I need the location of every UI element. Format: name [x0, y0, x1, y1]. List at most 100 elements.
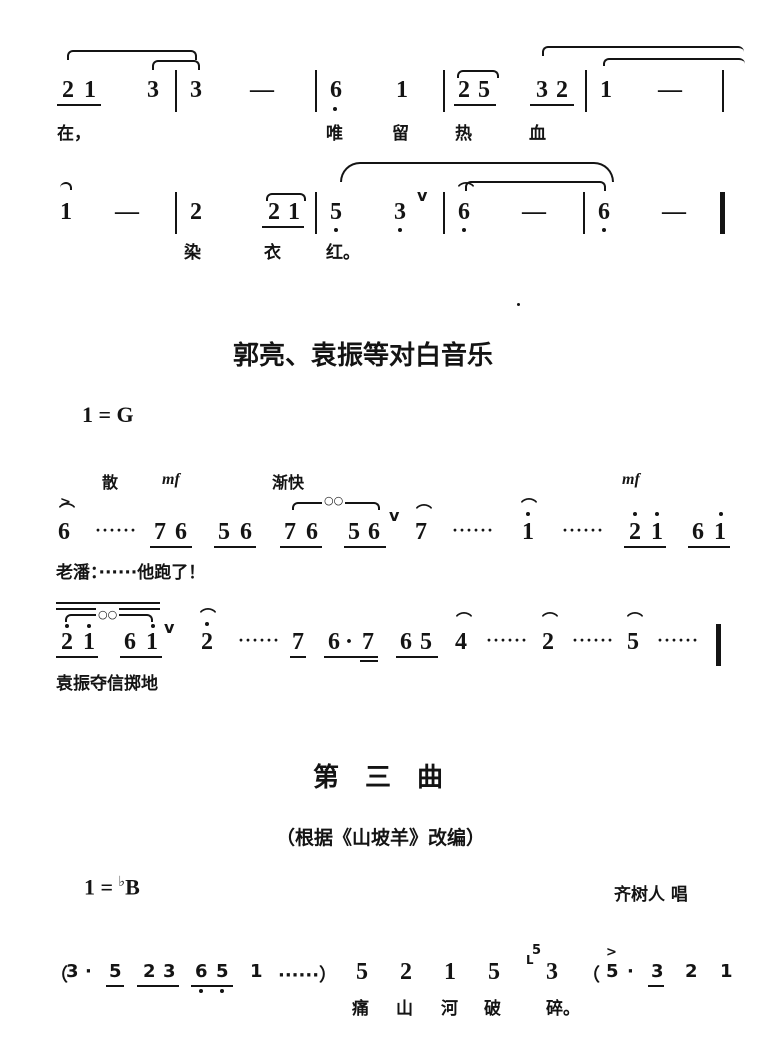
low-octave-dot: [334, 228, 338, 232]
breath-mark: v: [389, 506, 400, 525]
barline: [315, 192, 317, 234]
dot-extension: ·: [345, 629, 354, 655]
flat-icon: ♭: [118, 875, 126, 890]
dash: —: [522, 199, 546, 225]
tempo-marking: 渐快: [272, 473, 305, 492]
dialogue-text: 袁振夺信掷地: [56, 674, 158, 694]
note: 5: [627, 629, 639, 655]
dynamic-marking: mf: [162, 471, 180, 488]
slur: [67, 50, 197, 60]
note: 5: [420, 629, 432, 655]
note: 2: [542, 629, 554, 655]
lyric: 留: [392, 124, 409, 144]
note: 3: [651, 961, 664, 982]
note: 6: [195, 961, 208, 982]
underline: [688, 546, 730, 548]
fermata-icon: ⌒: [627, 613, 644, 630]
note: 2: [556, 77, 568, 103]
dialogue-text: 老潘：······他跑了！: [56, 563, 206, 583]
note: 1: [396, 77, 408, 103]
final-barline: [716, 624, 721, 666]
note: 6: [330, 77, 342, 103]
final-barline: [720, 192, 725, 234]
underline: [344, 546, 386, 548]
grace-slur: ᒪ: [526, 953, 534, 967]
print-speck: [517, 303, 520, 306]
section-title: 郭亮、袁振等对白音乐: [233, 341, 494, 371]
low-octave-dot: [333, 107, 337, 111]
ellipsis: ······: [452, 520, 495, 540]
note: 7: [284, 519, 296, 545]
note: 5: [478, 77, 490, 103]
high-octave-dot: [655, 512, 659, 516]
grace-note: 5: [532, 943, 542, 958]
fermata-icon: ⌒: [200, 609, 217, 626]
note: 1: [250, 961, 263, 982]
ellipsis: ······: [657, 630, 700, 650]
underline: [324, 656, 378, 658]
note: 1: [146, 629, 158, 655]
note: 3: [66, 961, 79, 982]
ellipsis: ······: [562, 520, 605, 540]
high-octave-dot: [151, 624, 155, 628]
breath-mark: v: [164, 618, 175, 637]
note: 2: [629, 519, 641, 545]
slur: [266, 193, 306, 201]
note: 5: [330, 199, 342, 225]
lyric: 热: [455, 124, 472, 144]
lyric: 山: [396, 999, 413, 1019]
slur: [542, 46, 744, 56]
barline: [583, 192, 585, 234]
note: 5: [488, 959, 500, 985]
high-octave-dot: [87, 624, 91, 628]
ellipsis: ······: [95, 520, 138, 540]
barline: [443, 70, 445, 112]
high-octave-dot: [65, 624, 69, 628]
note: 4: [455, 629, 467, 655]
underline: [106, 985, 124, 987]
low-octave-dot: [602, 228, 606, 232]
lyric: 红。: [326, 243, 360, 263]
note: 6: [400, 629, 412, 655]
harmonic-mark: ○○: [96, 608, 120, 621]
note: 6: [458, 199, 470, 225]
slur: [603, 58, 745, 66]
underline: [624, 546, 666, 548]
slur: [152, 60, 200, 70]
fermata-icon: ⌒: [458, 183, 475, 200]
low-octave-dot: [199, 989, 203, 993]
ellipsis: ······: [486, 630, 529, 650]
note: 6: [175, 519, 187, 545]
note: 6: [368, 519, 380, 545]
note: 2: [685, 961, 698, 982]
fermata-icon: ⌒: [416, 505, 433, 522]
note: 2: [143, 961, 156, 982]
note: 5: [216, 961, 229, 982]
underline: [150, 546, 192, 548]
dot-extension: ·: [627, 961, 634, 982]
underline: [290, 656, 306, 658]
note: 2: [458, 77, 470, 103]
paren: （: [582, 965, 600, 986]
note: 3: [546, 959, 558, 985]
underline: [191, 985, 233, 987]
key-signature: 1 = G: [82, 402, 134, 427]
note: 2: [201, 629, 213, 655]
note: 5: [606, 961, 619, 982]
barline: [175, 70, 177, 112]
slur: [60, 182, 72, 190]
key-note: B: [125, 874, 140, 900]
note: 6: [328, 629, 340, 655]
note: 1: [288, 199, 300, 225]
crescendo-line: [56, 602, 160, 604]
note: 5: [348, 519, 360, 545]
note: 1: [720, 961, 733, 982]
underline: [262, 226, 304, 228]
underline: [120, 656, 162, 658]
note: 5: [109, 961, 122, 982]
low-octave-dot: [220, 989, 224, 993]
lyric: 破: [484, 999, 501, 1019]
note: 1: [444, 959, 456, 985]
note: 7: [415, 519, 427, 545]
accent-mark: >: [60, 495, 71, 510]
